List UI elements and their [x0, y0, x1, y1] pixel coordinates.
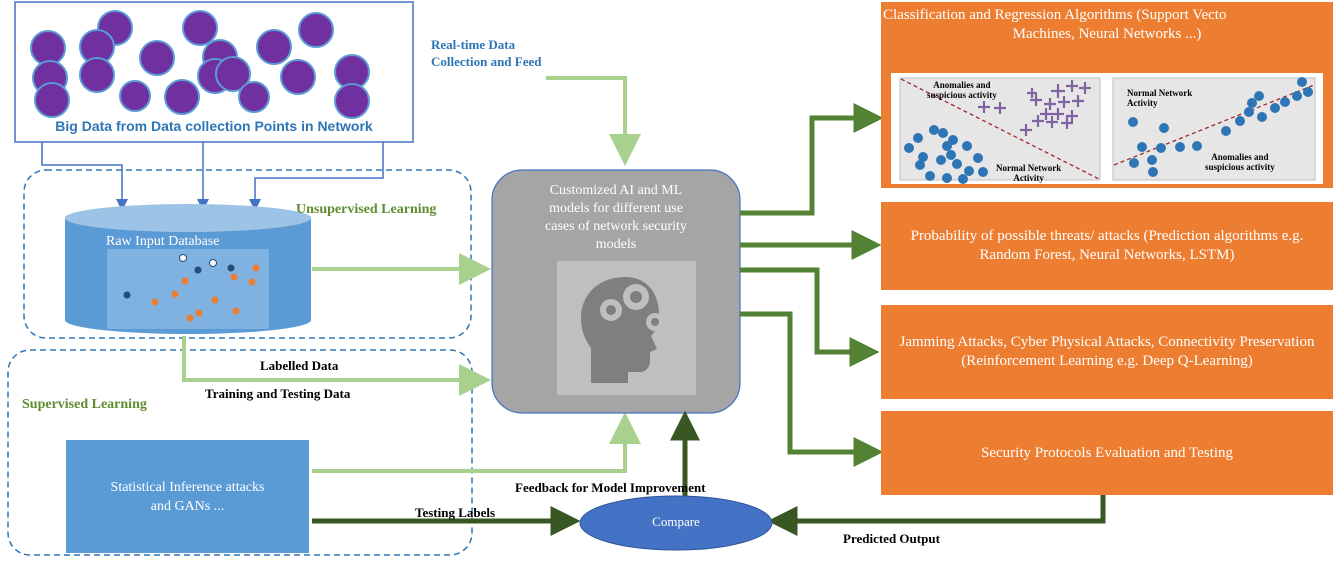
right-anomalies-line2: suspicious activity — [1205, 162, 1275, 172]
bigdata-title: Big Data from Data collection Points in … — [55, 118, 373, 134]
testing-labels-label: Testing Labels — [415, 505, 496, 520]
left-anomalies-label: Anomalies and suspicious activity — [927, 80, 997, 100]
right-anomalies-label: Anomalies and suspicious activity — [1205, 152, 1275, 172]
purple-crosses — [978, 80, 1091, 136]
left-anomalies-line1: Anomalies and — [933, 80, 991, 90]
classification-line2: Machines, Neural Networks ...) — [1012, 26, 1202, 42]
left-normal-line1: Normal Network — [996, 163, 1062, 173]
unsupervised-label: Unsupervised Learning — [296, 202, 437, 217]
left-anomalies-line2: suspicious activity — [927, 90, 997, 100]
training-data-label: Training and Testing Data — [205, 386, 351, 401]
jamming-text: Jamming Attacks, Cyber Physical Attacks,… — [899, 334, 1315, 369]
database-cylinder — [65, 204, 311, 334]
left-normal-label: Normal Network Activity — [996, 163, 1061, 183]
supervised-label: Supervised Learning — [22, 397, 147, 412]
labelled-data-label: Labelled Data — [260, 358, 339, 373]
jamming-panel: Jamming Attacks, Cyber Physical Attacks,… — [881, 305, 1333, 399]
unsupervised-region — [23, 169, 472, 339]
right-normal-line2: Activity — [1127, 98, 1158, 108]
protocols-text: Security Protocols Evaluation and Testin… — [981, 444, 1233, 461]
center-line2: models for different use — [549, 201, 683, 216]
predicted-output-label: Predicted Output — [843, 531, 940, 546]
right-normal-line1: Normal Network — [1127, 88, 1193, 98]
stat-line2: and GANs ... — [150, 499, 225, 514]
right-normal-label: Normal Network Activity — [1127, 88, 1192, 108]
bigdata-circles — [30, 10, 370, 119]
probability-text: Probability of possible threats/ attacks… — [910, 228, 1304, 263]
left-normal-line2: Activity — [1013, 173, 1044, 183]
compare-ellipse — [579, 495, 773, 551]
probability-panel: Probability of possible threats/ attacks… — [881, 202, 1333, 290]
right-anomalies-line1: Anomalies and — [1211, 152, 1269, 162]
head-gears — [581, 277, 664, 383]
compare-label: Compare — [652, 514, 700, 529]
center-line3: cases of network security — [545, 219, 687, 234]
stat-text: Statistical Inference attacks and GANs .… — [66, 478, 309, 516]
database-dots — [123, 254, 260, 322]
center-text: Customized AI and ML models for differen… — [492, 182, 740, 254]
database-label: Raw Input Database — [106, 234, 220, 249]
right-blue-dots — [1128, 77, 1313, 177]
realtime-line1: Real-time Data — [431, 37, 516, 52]
left-blue-dots — [904, 125, 988, 184]
realtime-line2: Collection and Feed — [431, 54, 542, 69]
supervised-region — [7, 349, 473, 556]
stat-line1: Statistical Inference attacks — [110, 480, 265, 495]
protocols-panel: Security Protocols Evaluation and Testin… — [881, 411, 1333, 495]
feedback-label: Feedback for Model Improvement — [515, 480, 706, 495]
classification-title: Classification and Regression Algorithms… — [881, 6, 1333, 44]
realtime-label: Real-time Data Collection and Feed — [431, 36, 542, 70]
center-line1: Customized AI and ML — [549, 183, 683, 198]
center-line4: models — [595, 237, 637, 252]
classification-line1: Classification and Regression Algorithms… — [883, 7, 1227, 23]
stat-box — [66, 440, 309, 553]
